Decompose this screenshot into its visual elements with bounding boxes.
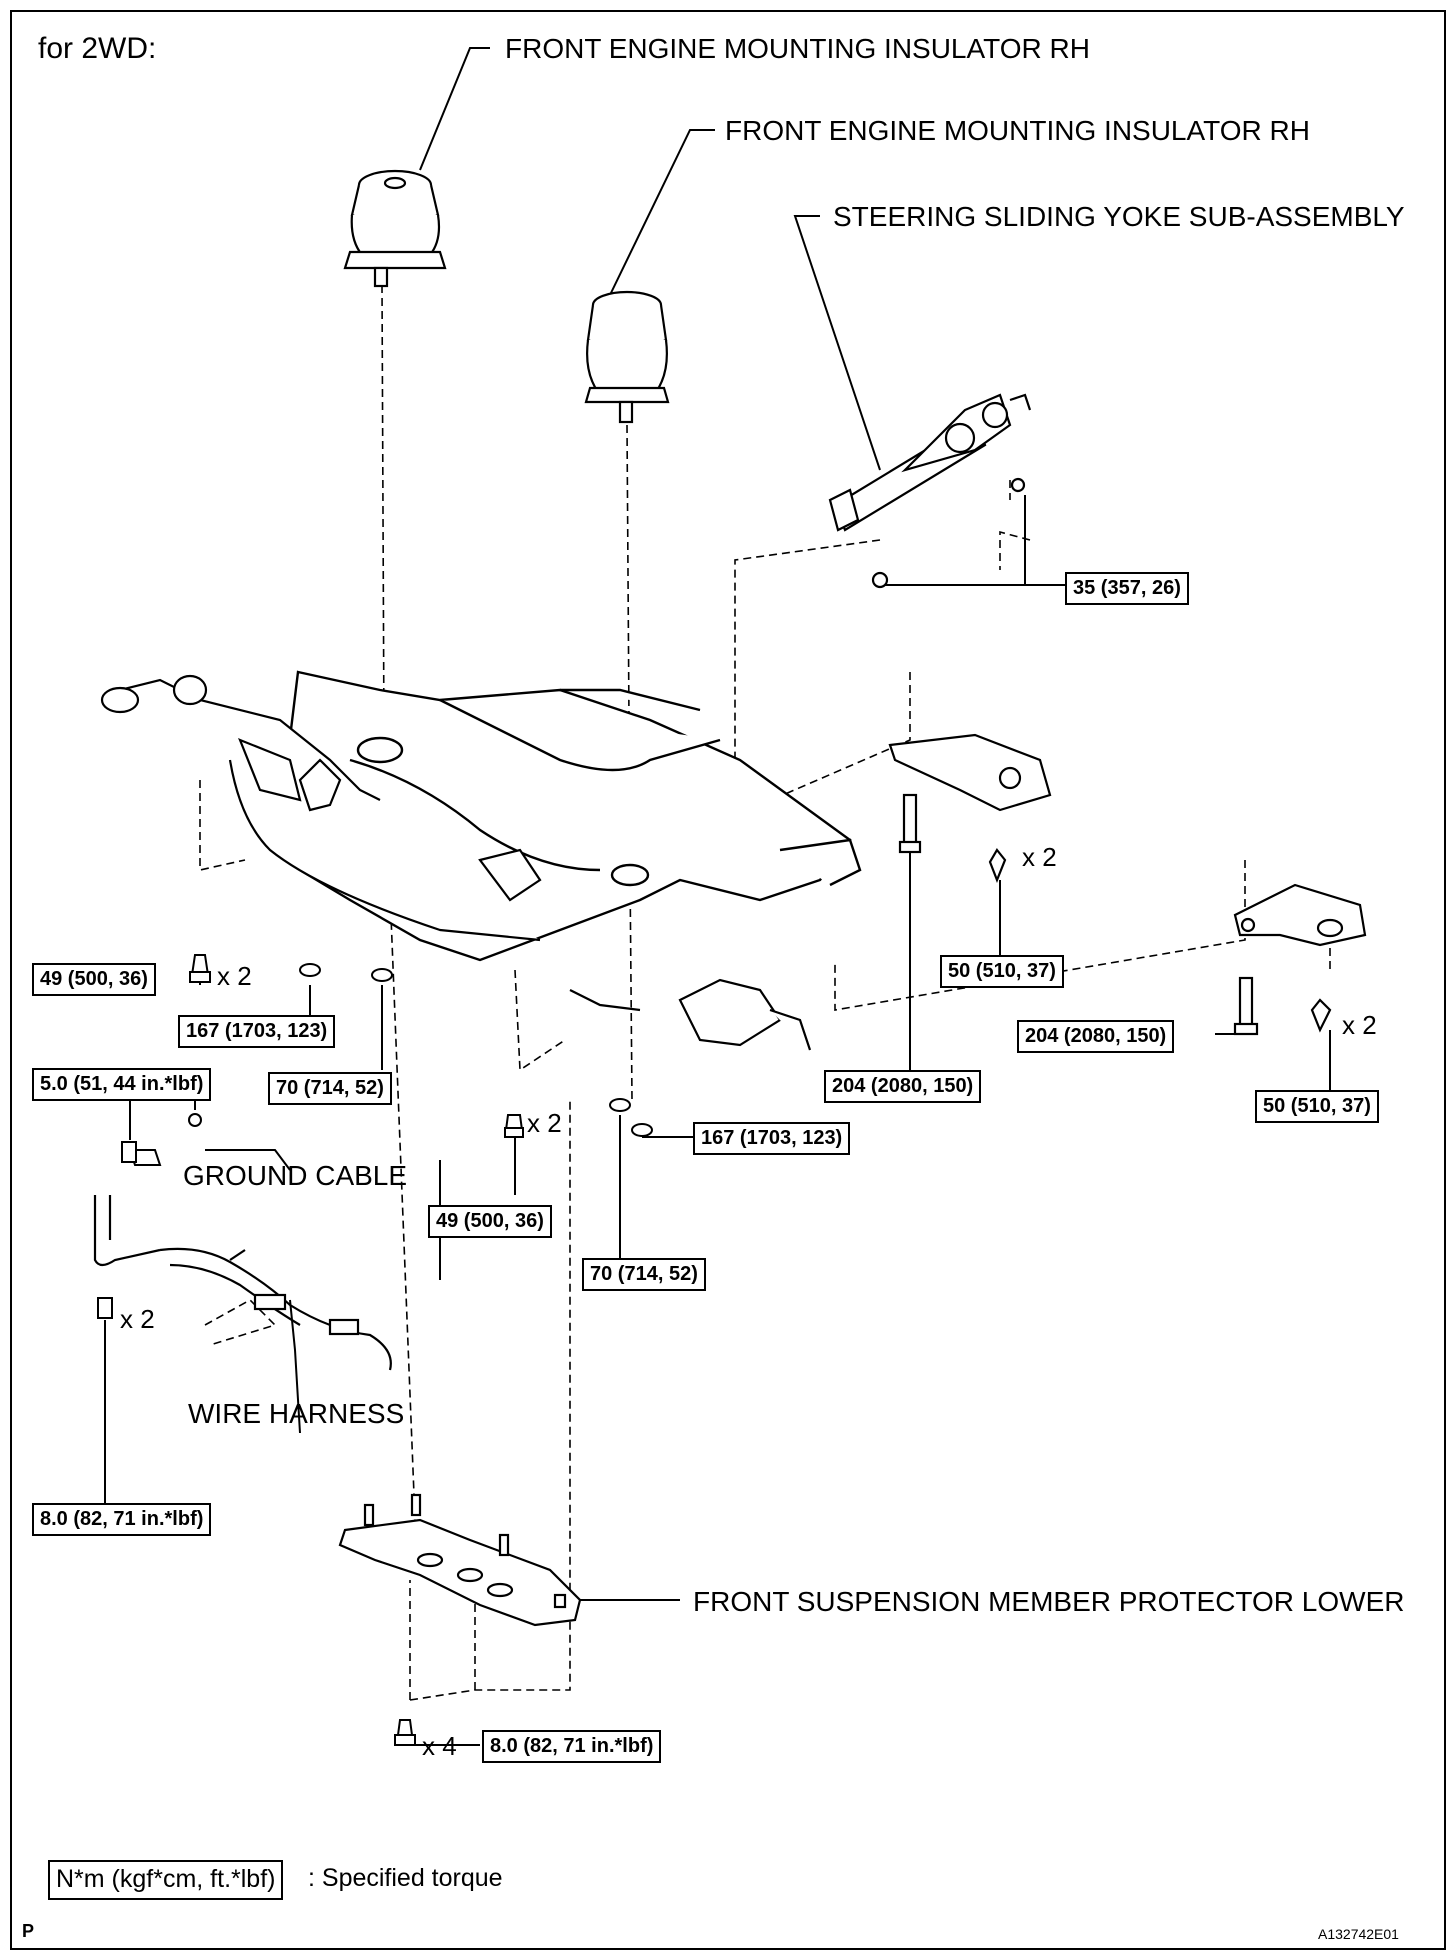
label-leaders	[289, 47, 881, 1601]
label-steering-yoke: STEERING SLIDING YOKE SUB-ASSEMBLY	[833, 201, 1405, 232]
torque-ground-cable: 5.0 (51, 44 in.*lbf)	[32, 1068, 212, 1101]
label-ground-cable: GROUND CABLE	[183, 1160, 408, 1191]
variant-heading: for 2WD:	[38, 32, 157, 65]
torque-left-nut-167: 167 (1703, 123)	[178, 1015, 336, 1048]
torque-left-nut-70: 70 (714, 52)	[268, 1072, 392, 1105]
multiplier-harness-bolt: x 2	[120, 1304, 155, 1334]
torque-bracket-204: 204 (2080, 150)	[824, 1070, 982, 1103]
protector-lower-graphic	[338, 1493, 582, 1627]
footer-mark: P	[22, 1921, 35, 1941]
torque-harness-bolt: 8.0 (82, 71 in.*lbf)	[32, 1503, 212, 1536]
bracket-right	[1233, 883, 1367, 1036]
diagram-frame	[10, 10, 1446, 1950]
torque-leaders	[104, 495, 1331, 1746]
suspension-member	[278, 670, 862, 962]
steering-rack	[100, 674, 812, 1051]
torque-left-bolt-49: 49 (500, 36)	[32, 963, 156, 996]
label-wire-harness: WIRE HARNESS	[188, 1398, 405, 1429]
figure-id: A132742E01	[1318, 1926, 1399, 1942]
multiplier-bracket-bolt: x 2	[1022, 842, 1057, 872]
torque-right-50: 50 (510, 37)	[1255, 1090, 1379, 1123]
multiplier-protector-bolt: x 4	[422, 1731, 457, 1761]
bracket-upper	[888, 733, 1052, 883]
torque-center-49: 49 (500, 36)	[428, 1205, 552, 1238]
multiplier-center-bolt: x 2	[527, 1108, 562, 1138]
label-protector-lower: FRONT SUSPENSION MEMBER PROTECTOR LOWER	[693, 1586, 1405, 1617]
engine-mount-right	[584, 290, 670, 424]
legend-description: : Specified torque	[308, 1864, 503, 1892]
multiplier-right-bolt: x 2	[1342, 1010, 1377, 1040]
torque-protector-bolt: 8.0 (82, 71 in.*lbf)	[482, 1730, 662, 1763]
label-engine-mount-right: FRONT ENGINE MOUNTING INSULATOR RH	[725, 115, 1310, 146]
torque-center-167: 167 (1703, 123)	[693, 1122, 851, 1155]
multiplier-left-bolt: x 2	[217, 961, 252, 991]
legend-unit-box: N*m (kgf*cm, ft.*lbf)	[48, 1860, 284, 1900]
torque-center-70: 70 (714, 52)	[582, 1258, 706, 1291]
wire-harness-graphic	[93, 1195, 392, 1371]
steering-yoke	[828, 393, 1032, 589]
dashed-guides	[199, 284, 1331, 1701]
engine-mount-left	[343, 169, 447, 288]
torque-bracket-bolt-50: 50 (510, 37)	[940, 955, 1064, 988]
torque-yoke: 35 (357, 26)	[1065, 572, 1189, 605]
torque-right-204: 204 (2080, 150)	[1017, 1020, 1175, 1053]
label-engine-mount-left: FRONT ENGINE MOUNTING INSULATOR RH	[505, 33, 1090, 64]
fasteners	[97, 954, 653, 1746]
